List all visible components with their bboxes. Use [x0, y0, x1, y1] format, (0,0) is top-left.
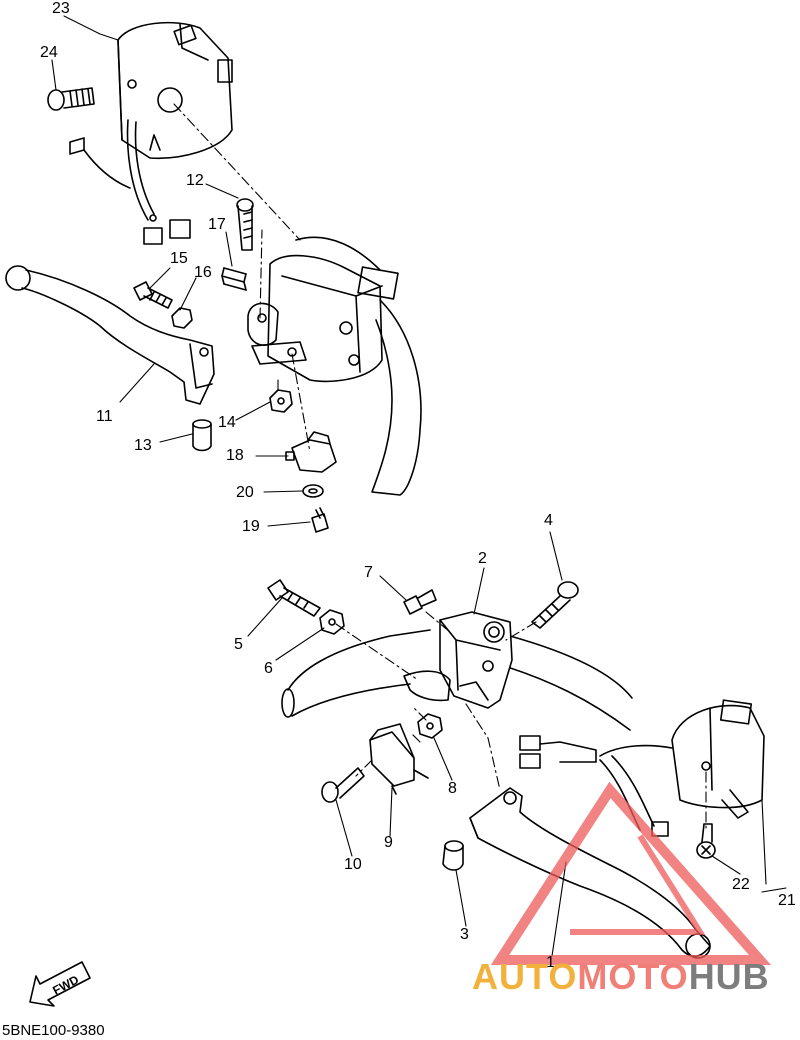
clutch-lever-holder	[403, 611, 513, 709]
callout-10: 10	[344, 856, 362, 873]
washer-20	[302, 484, 324, 498]
clutch-switch-9	[369, 723, 429, 795]
callout-13: 13	[134, 437, 152, 454]
callout-9: 9	[384, 834, 393, 851]
bolt-7	[403, 589, 437, 615]
handlebar-lower	[281, 629, 633, 731]
callout-16: 16	[194, 264, 212, 281]
nut-8	[417, 713, 443, 739]
callout-11: 11	[96, 408, 113, 425]
watermark-triangle-icon	[490, 781, 772, 965]
right-switch-connectors	[519, 735, 597, 769]
nut-14	[269, 389, 293, 413]
callout-12: 12	[186, 172, 204, 189]
screw-24	[47, 87, 95, 111]
nut-6	[319, 609, 345, 635]
bolt-15	[133, 281, 173, 309]
callout-21: 21	[778, 892, 796, 909]
spring-17	[221, 267, 247, 291]
right-handlebar-switch	[599, 699, 765, 837]
watermark-logo: AUTOMOTOHUB	[472, 956, 770, 998]
callout-14: 14	[218, 414, 236, 431]
alignment-lines-lower	[335, 611, 707, 831]
callout-24: 24	[40, 44, 58, 61]
diagram-code: 5BNE100-9380	[2, 1022, 105, 1039]
callout-17: 17	[208, 216, 226, 233]
callout-3: 3	[460, 926, 469, 943]
bolt-4	[531, 581, 579, 629]
callout-5: 5	[234, 636, 243, 653]
alignment-lines-upper	[173, 103, 311, 453]
callout-leaders	[51, 15, 787, 957]
screw-19	[311, 507, 329, 533]
bolt-12	[236, 198, 254, 251]
callout-6: 6	[264, 660, 273, 677]
brake-switch-18	[285, 431, 337, 473]
front-brake-lever	[5, 265, 215, 405]
callout-23: 23	[52, 0, 70, 17]
callout-19: 19	[242, 518, 260, 535]
screw-10	[321, 767, 365, 803]
fwd-arrow-icon	[29, 961, 91, 1007]
collar-13	[192, 419, 212, 452]
callout-18: 18	[226, 447, 244, 464]
watermark-part-auto: AUTO	[472, 956, 578, 997]
nut-16	[171, 307, 193, 329]
handlebar-upper	[295, 236, 422, 496]
callout-15: 15	[170, 250, 188, 267]
brake-master-cylinder	[247, 254, 399, 383]
left-handlebar-switch	[117, 21, 233, 221]
callout-7: 7	[364, 564, 373, 581]
collar-3	[442, 840, 464, 871]
watermark-part-moto: MOTO	[577, 956, 689, 997]
callout-22: 22	[732, 876, 750, 893]
callout-20: 20	[236, 484, 254, 501]
callout-2: 2	[478, 550, 487, 567]
callout-1: 1	[546, 954, 555, 971]
screw-22	[696, 823, 716, 859]
callout-4: 4	[544, 512, 553, 529]
watermark-part-hub: HUB	[688, 956, 770, 997]
switch-connectors	[69, 137, 191, 245]
bolt-5	[267, 579, 321, 617]
callout-8: 8	[448, 780, 457, 797]
